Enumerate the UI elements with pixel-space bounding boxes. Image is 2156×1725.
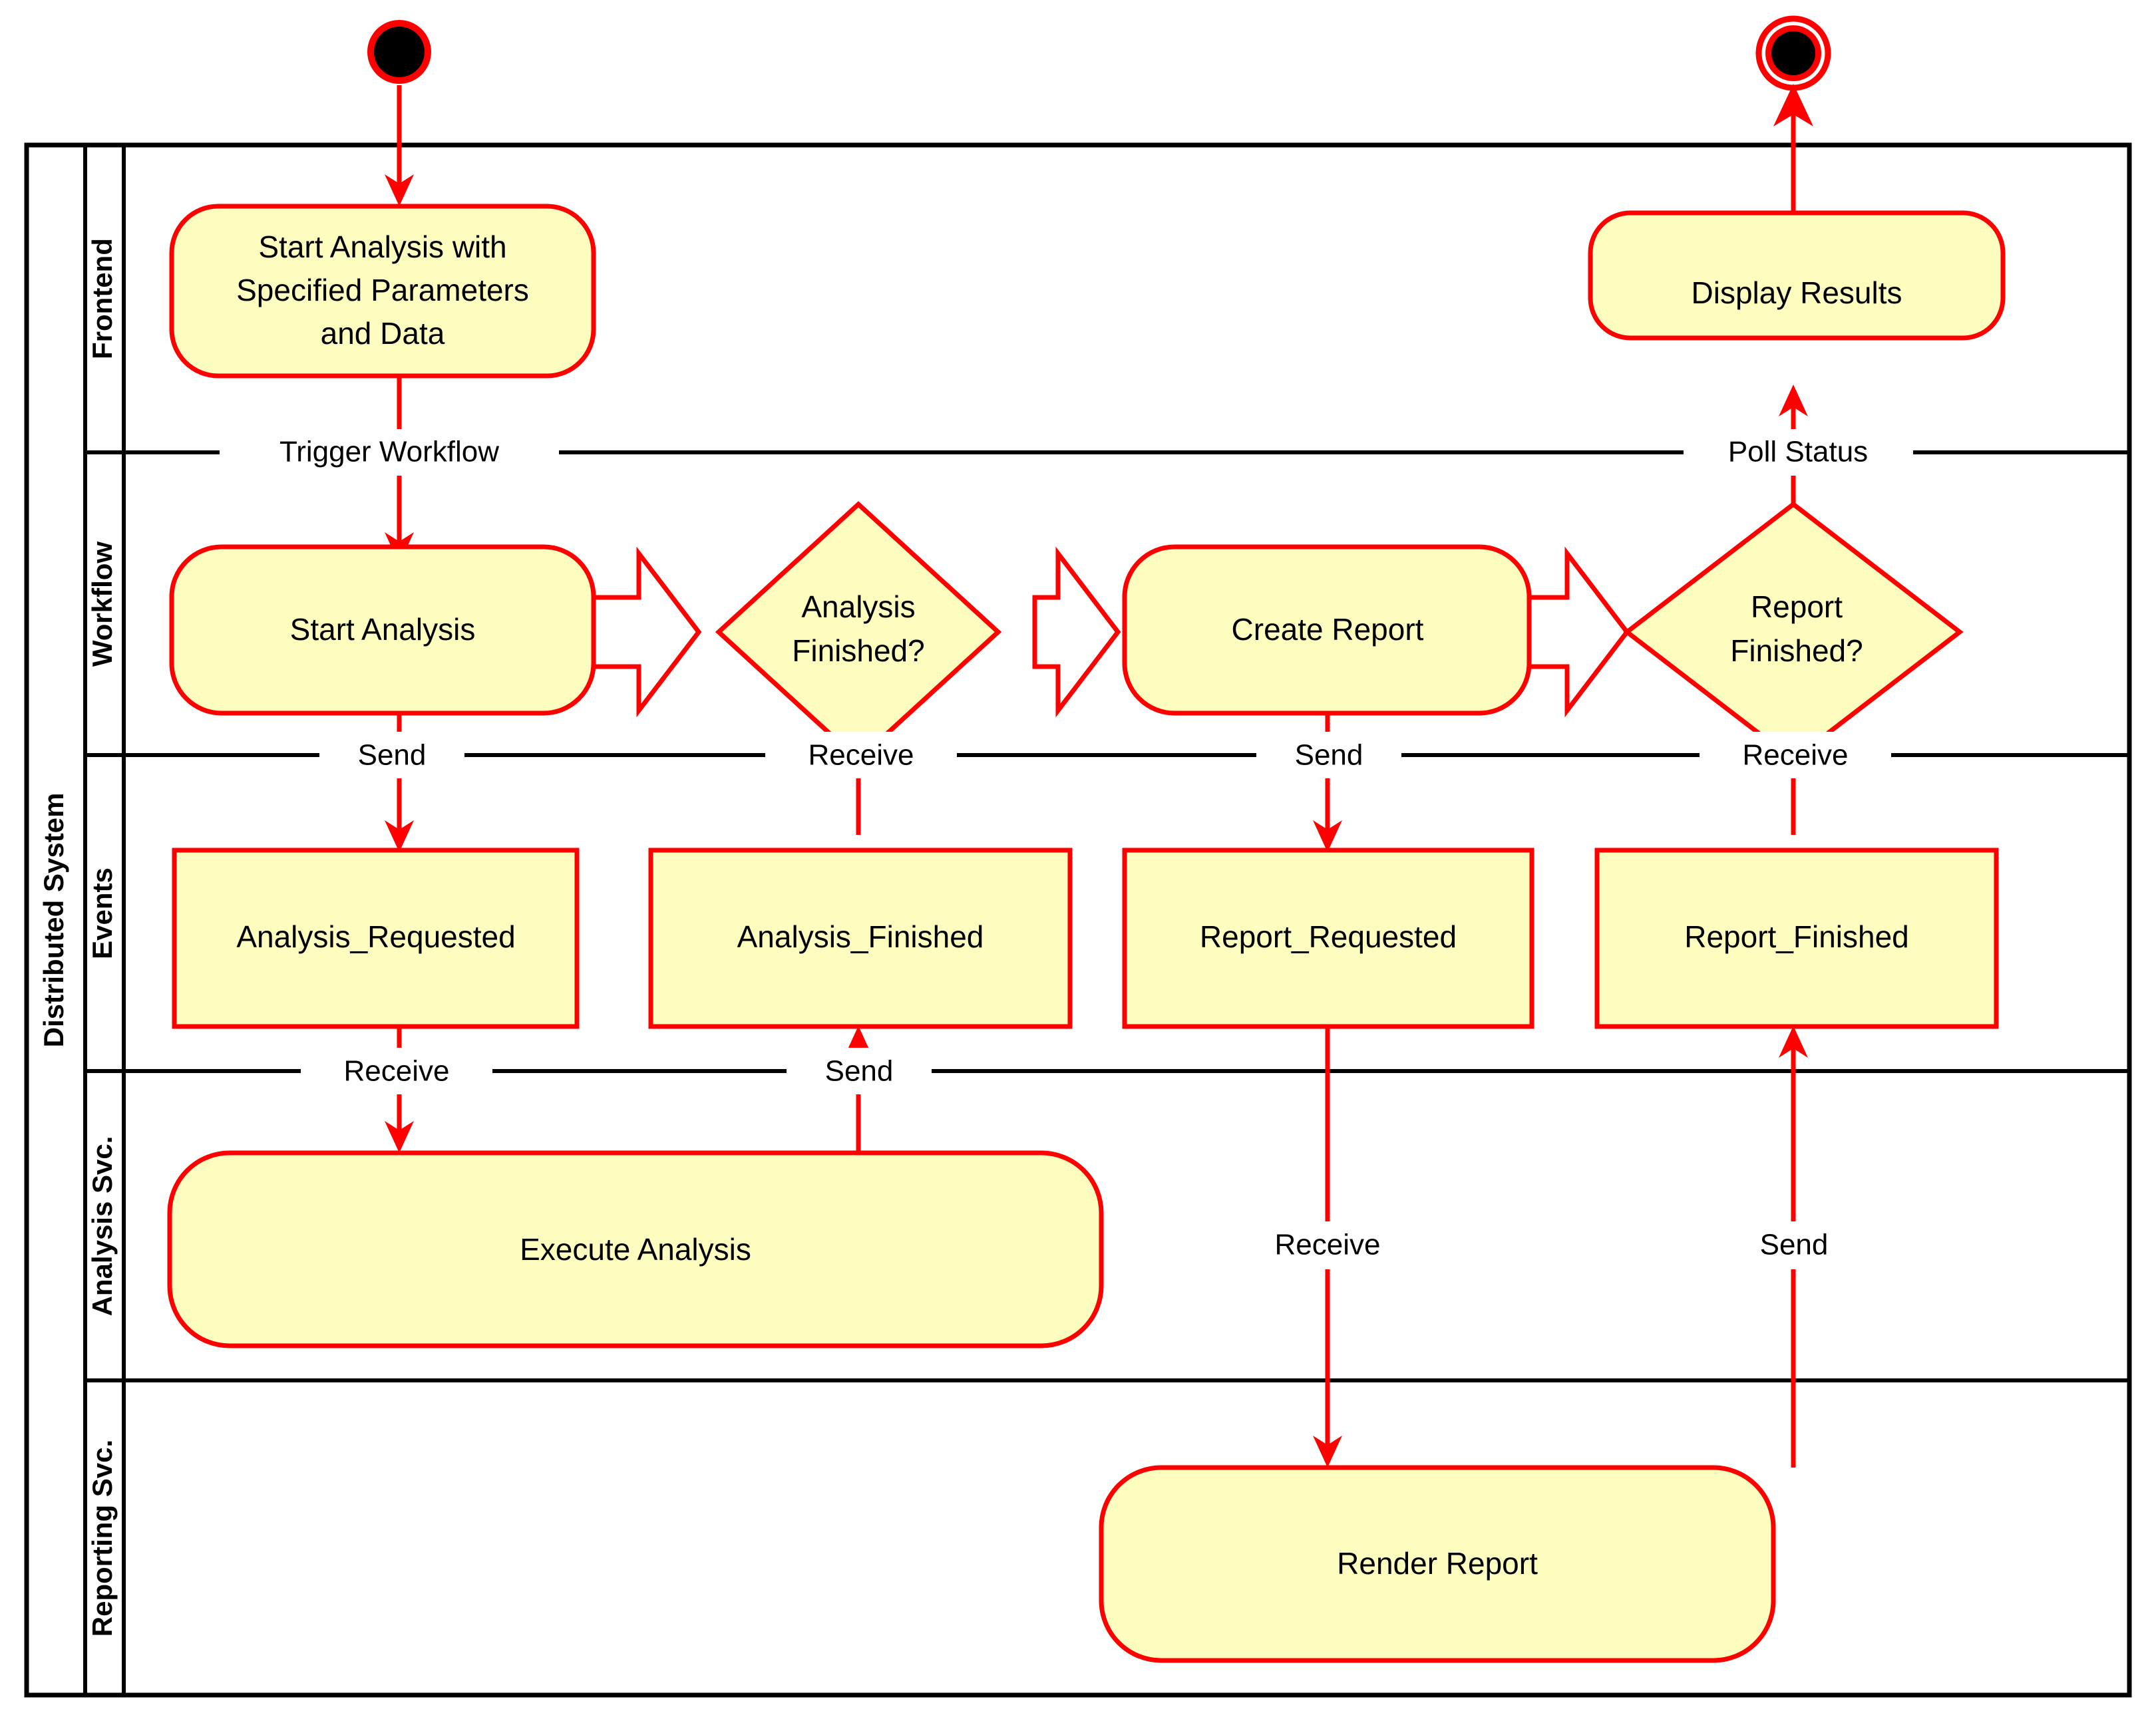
- event-report-requested[interactable]: Report_Requested: [1122, 848, 1534, 1029]
- activity-start-analysis-with-parameters[interactable]: Start Analysis with Specified Parameters…: [169, 204, 596, 379]
- lane-label-frontend: Frontend: [87, 238, 118, 359]
- activity-render-report[interactable]: Render Report: [1099, 1465, 1776, 1663]
- event-report-finished[interactable]: Report_Finished: [1594, 848, 1999, 1029]
- activity-label-render-report: Render Report: [1337, 1546, 1538, 1581]
- flow-start-to-start-analysis-params: [385, 85, 414, 206]
- decision-label-report-line-1: Report: [1751, 589, 1843, 624]
- decision-label-report-line-2: Finished?: [1730, 633, 1863, 668]
- lane-label-analysis-svc: Analysis Svc.: [87, 1136, 118, 1317]
- lane-label-events: Events: [87, 867, 118, 959]
- edge-label-receive-1: Receive: [765, 732, 957, 778]
- event-label-analysis-requested: Analysis_Requested: [236, 919, 515, 954]
- edge-label-send-1: Send: [319, 732, 464, 778]
- event-analysis-requested[interactable]: Analysis_Requested: [172, 848, 580, 1029]
- svg-text:Send: Send: [358, 739, 427, 772]
- activity-display-results[interactable]: Display Results: [1588, 210, 2006, 341]
- svg-text:Send: Send: [1760, 1229, 1829, 1261]
- svg-text:Receive: Receive: [1275, 1229, 1381, 1261]
- event-analysis-finished[interactable]: Analysis_Finished: [648, 848, 1073, 1029]
- edge-label-receive-3: Receive: [301, 1048, 492, 1094]
- svg-text:Poll Status: Poll Status: [1728, 436, 1868, 468]
- edge-label-send-3: Send: [787, 1048, 932, 1094]
- activity-execute-analysis[interactable]: Execute Analysis: [167, 1150, 1104, 1348]
- svg-text:Send: Send: [825, 1055, 894, 1088]
- event-label-report-requested: Report_Requested: [1200, 919, 1457, 954]
- activity-label-line-1: Start Analysis with: [258, 230, 506, 264]
- edge-label-receive-2: Receive: [1700, 732, 1891, 778]
- edge-label-send-4: Send: [1721, 1221, 1867, 1269]
- activity-label-display-results: Display Results: [1692, 275, 1902, 310]
- edge-label-trigger-workflow: Trigger Workflow: [220, 429, 559, 476]
- svg-text:Send: Send: [1295, 739, 1363, 772]
- svg-text:Receive: Receive: [1743, 739, 1849, 772]
- flow-display-results-to-end: [1773, 84, 1813, 213]
- activity-label-line-3: and Data: [321, 316, 445, 351]
- edge-label-receive-4: Receive: [1232, 1221, 1423, 1269]
- connector-arrow-analysis-finished-to-create-report: [1032, 546, 1121, 718]
- decision-analysis-finished[interactable]: Analysis Finished?: [715, 501, 1002, 763]
- edge-label-poll-status: Poll Status: [1684, 429, 1913, 476]
- lane-label-reporting-svc: Reporting Svc.: [87, 1440, 118, 1637]
- decision-label-line-1: Analysis: [801, 589, 915, 624]
- decision-label-line-2: Finished?: [792, 633, 924, 668]
- lane-label-workflow: Workflow: [87, 542, 118, 667]
- svg-text:Trigger Workflow: Trigger Workflow: [279, 436, 499, 468]
- activity-label-line-2: Specified Parameters: [236, 273, 529, 307]
- decision-report-finished[interactable]: Report Finished?: [1623, 501, 1964, 763]
- svg-text:Receive: Receive: [344, 1055, 450, 1088]
- pool-frame: [24, 142, 2132, 1698]
- connector-arrow-create-report-to-report-finished: [1521, 546, 1630, 718]
- activity-label-execute-analysis: Execute Analysis: [520, 1232, 751, 1267]
- svg-text:Receive: Receive: [808, 739, 914, 772]
- final-node[interactable]: [1755, 15, 1831, 91]
- activity-start-analysis[interactable]: Start Analysis: [169, 544, 596, 716]
- activity-label-start-analysis: Start Analysis: [290, 612, 476, 647]
- pool-label: Distributed System: [38, 793, 69, 1048]
- connector-arrow-start-analysis-to-analysis-finished: [588, 546, 702, 718]
- activity-create-report[interactable]: Create Report: [1122, 544, 1532, 716]
- initial-node[interactable]: [367, 20, 431, 84]
- activity-label-create-report: Create Report: [1232, 612, 1424, 647]
- event-label-report-finished: Report_Finished: [1684, 919, 1909, 954]
- edge-label-send-2: Send: [1256, 732, 1401, 778]
- event-label-analysis-finished: Analysis_Finished: [737, 919, 984, 954]
